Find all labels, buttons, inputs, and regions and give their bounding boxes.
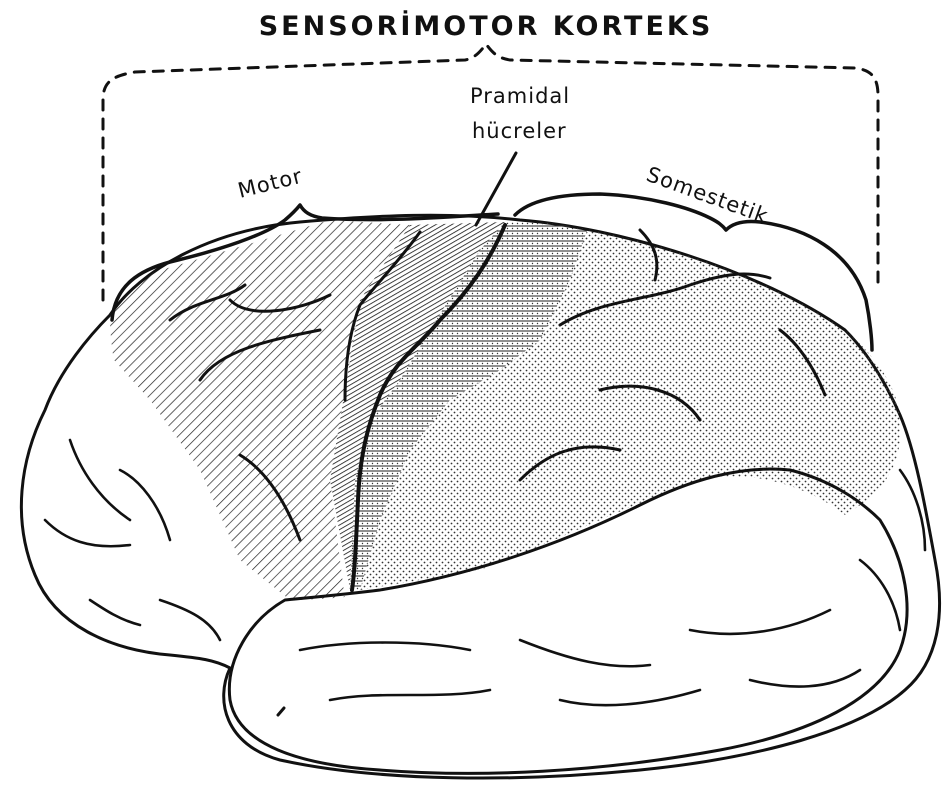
title: SENSORİMOTOR KORTEKS xyxy=(259,10,714,42)
pyramidal-label-line1: Pramidal xyxy=(470,84,570,108)
temporal-notch xyxy=(278,708,284,715)
shaded-cortex-regions xyxy=(60,220,900,600)
motor-label: Motor xyxy=(235,164,305,203)
pyramidal-label-line2: hücreler xyxy=(472,119,567,143)
